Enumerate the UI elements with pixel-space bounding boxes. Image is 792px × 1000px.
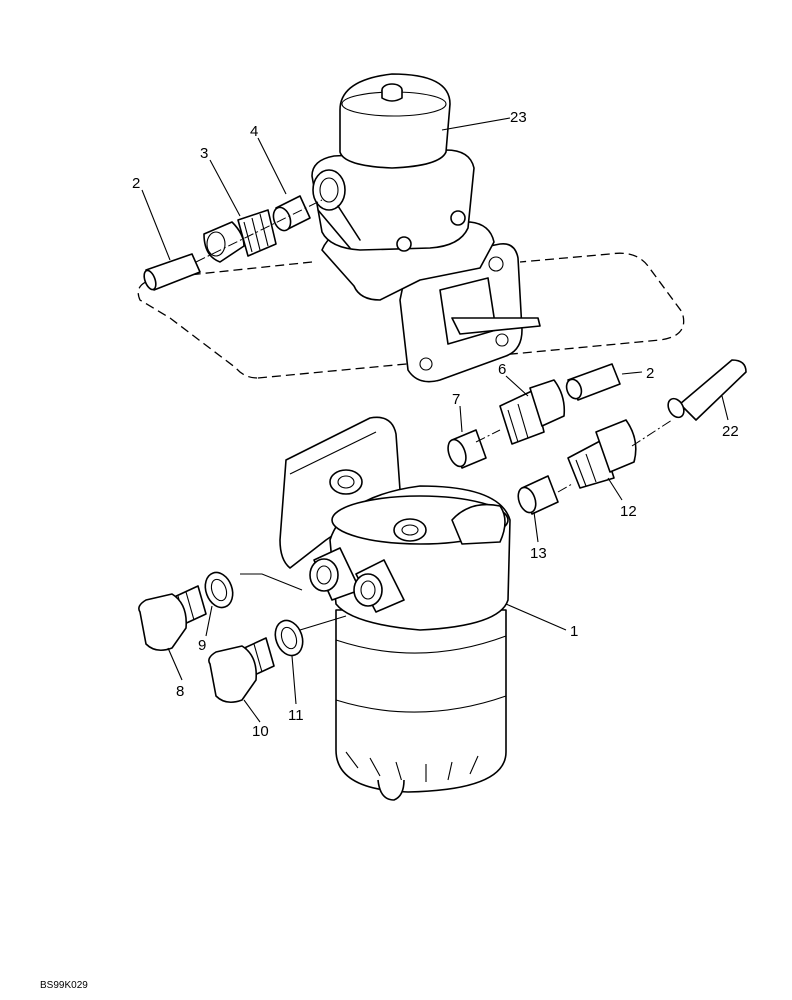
- lower-plug-centerline: [299, 615, 347, 631]
- drawing-code: BS99K029: [40, 980, 88, 991]
- part-8-banjo-plug: [138, 585, 207, 652]
- part-2-lower-sleeve: [565, 363, 621, 401]
- part-4-sealing-sleeve: [272, 195, 311, 232]
- callout-6: 6: [498, 361, 506, 378]
- part-2-upper-sleeve: [143, 253, 201, 291]
- callout-10: 10: [252, 723, 269, 740]
- callout-8: 8: [176, 683, 184, 700]
- leader-lines: [141, 117, 729, 723]
- callout-7: 7: [452, 391, 460, 408]
- fuel-lift-pump: [311, 73, 541, 383]
- outlet-centerline-upper: [475, 429, 501, 443]
- callout-2-upper: 2: [132, 175, 140, 192]
- callout-4: 4: [250, 123, 258, 140]
- part-12-union-nut: [567, 419, 637, 489]
- pump-group-outline: [137, 252, 685, 379]
- part-10-banjo-plug: [208, 637, 275, 704]
- part-3-union-nut: [203, 209, 277, 263]
- part-13-sealing-sleeve: [517, 475, 559, 515]
- fuel-filter-assembly: [279, 416, 511, 801]
- callout-12: 12: [620, 503, 637, 520]
- callout-13: 13: [530, 545, 547, 562]
- callout-3: 3: [200, 145, 208, 162]
- outlet-centerline-lower: [557, 419, 673, 493]
- part-7-sealing-sleeve: [447, 429, 487, 469]
- callout-11: 11: [288, 707, 304, 724]
- callout-22: 22: [722, 423, 739, 440]
- callout-9: 9: [198, 637, 206, 654]
- upper-assembly-centerline: [195, 199, 323, 263]
- part-9-washer: [204, 571, 234, 609]
- callout-23: 23: [510, 109, 527, 126]
- callout-2-lower: 2: [646, 365, 654, 382]
- part-22-fuel-pipe: [667, 359, 747, 421]
- part-6-union-nut: [499, 379, 566, 445]
- part-11-washer: [274, 619, 304, 657]
- upper-plug-centerline: [240, 573, 303, 591]
- callout-1: 1: [570, 623, 578, 640]
